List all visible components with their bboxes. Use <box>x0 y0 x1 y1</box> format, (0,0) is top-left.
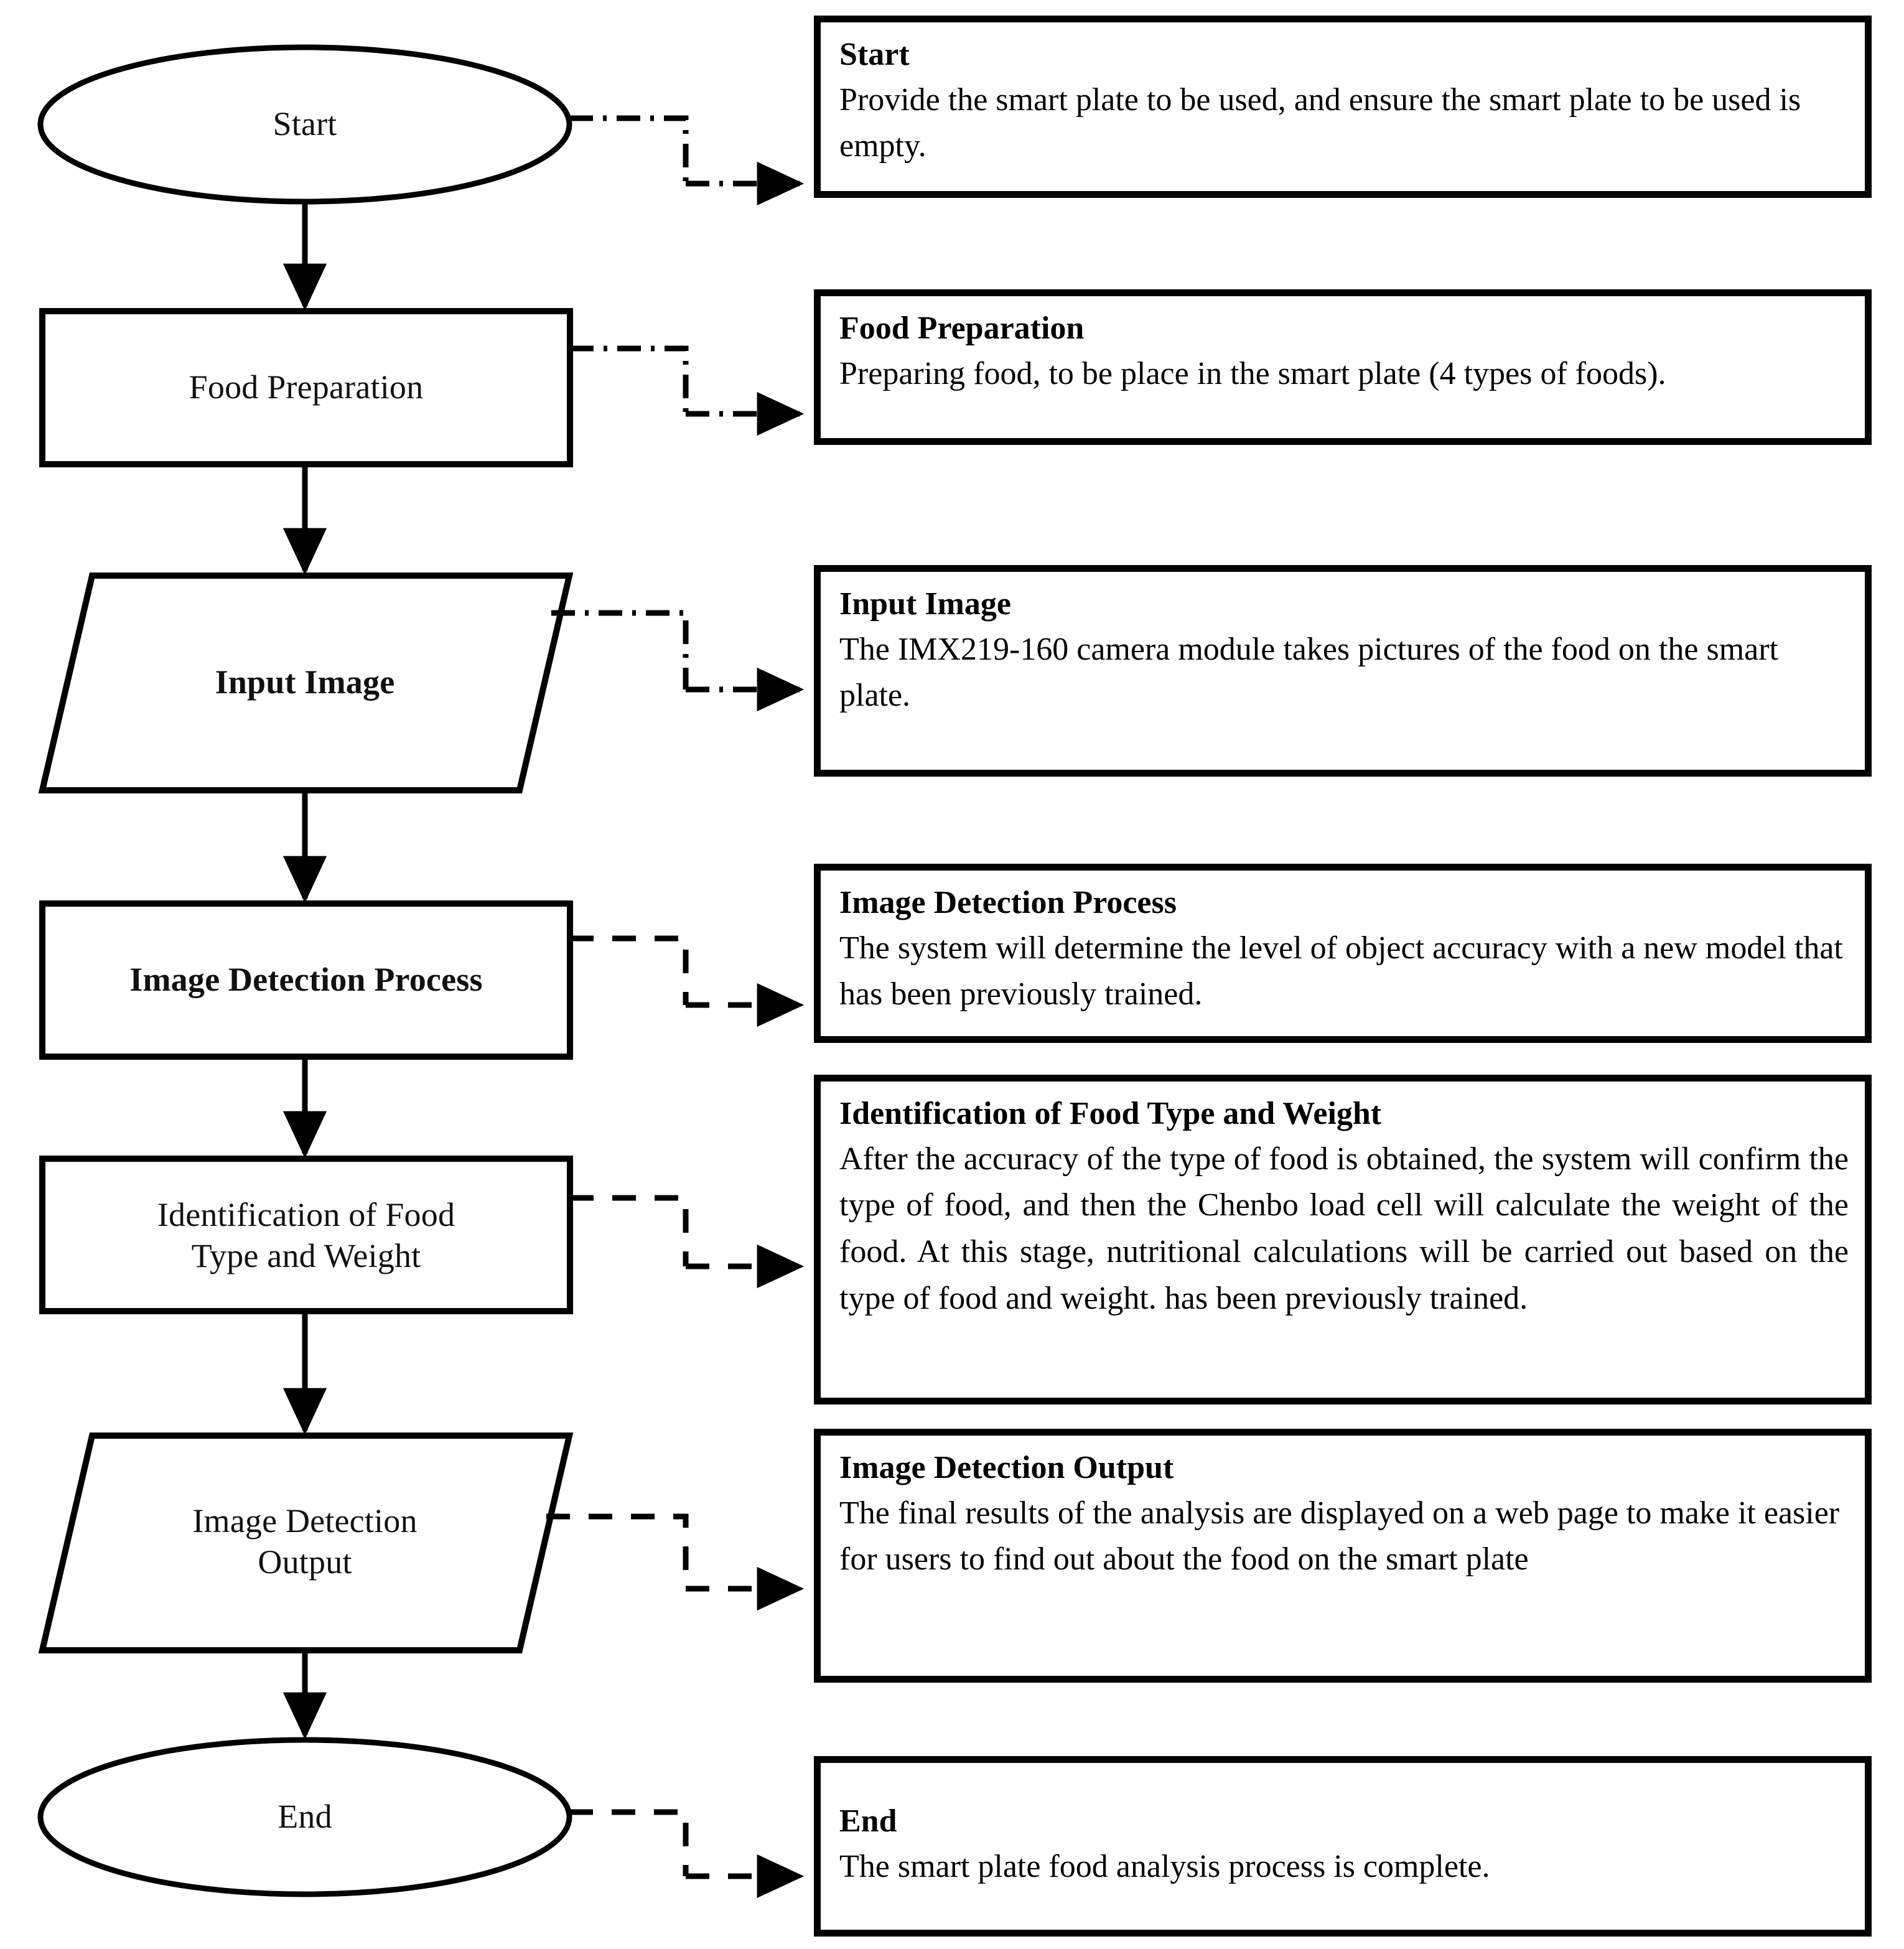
description-box-identify[interactable]: Identification of Food Type and Weight A… <box>814 1075 1872 1404</box>
connector-detectprocess-annotation <box>570 935 689 1005</box>
description-box-input-image[interactable]: Input Image The IMX219-160 camera module… <box>814 565 1872 777</box>
node-detect-output-shape[interactable] <box>38 1433 574 1653</box>
description-body-detect-output: The final results of the analysis are di… <box>839 1495 1840 1577</box>
node-food-prep-shape[interactable] <box>39 308 573 467</box>
description-box-start[interactable]: Start Provide the smart plate to be used… <box>814 16 1872 198</box>
flowchart-canvas <box>37 44 574 1897</box>
node-input-image-shape[interactable] <box>38 573 574 793</box>
node-identify-shape[interactable] <box>39 1156 573 1314</box>
description-title-food-prep: Food Preparation <box>839 311 1085 346</box>
description-box-end[interactable]: End The smart plate food analysis proces… <box>814 1756 1872 1937</box>
description-title-start: Start <box>839 37 910 72</box>
node-end-shape[interactable] <box>37 1737 572 1897</box>
connector-inputimage-annotation <box>551 610 689 689</box>
description-body-detect-process: The system will determine the level of o… <box>839 930 1843 1012</box>
connector-end-annotation <box>569 1809 689 1876</box>
description-title-detect-output: Image Detection Output <box>839 1450 1174 1485</box>
description-box-detect-process[interactable]: Image Detection Process The system will … <box>814 864 1872 1043</box>
description-box-food-prep[interactable]: Food Preparation Preparing food, to be p… <box>814 289 1872 445</box>
description-body-food-prep: Preparing food, to be place in the smart… <box>839 355 1666 391</box>
description-title-end: End <box>839 1803 897 1839</box>
description-box-detect-output[interactable]: Image Detection Output The final results… <box>814 1429 1872 1683</box>
connector-detectoutput-annotation <box>546 1513 689 1589</box>
connector-identify-annotation <box>570 1195 689 1266</box>
description-title-detect-process: Image Detection Process <box>839 885 1177 920</box>
node-detect-process-shape[interactable] <box>39 900 573 1060</box>
connector-foodprep-annotation <box>570 345 689 414</box>
description-title-input-image: Input Image <box>839 586 1011 622</box>
description-body-start: Provide the smart plate to be used, and … <box>839 82 1801 164</box>
connector-start-annotation <box>569 115 689 184</box>
description-body-end: The smart plate food analysis process is… <box>839 1848 1490 1884</box>
description-body-input-image: The IMX219-160 camera module takes pictu… <box>839 631 1778 714</box>
description-body-identify: After the accuracy of the type of food i… <box>839 1141 1849 1317</box>
description-title-identify: Identification of Food Type and Weight <box>839 1096 1382 1131</box>
